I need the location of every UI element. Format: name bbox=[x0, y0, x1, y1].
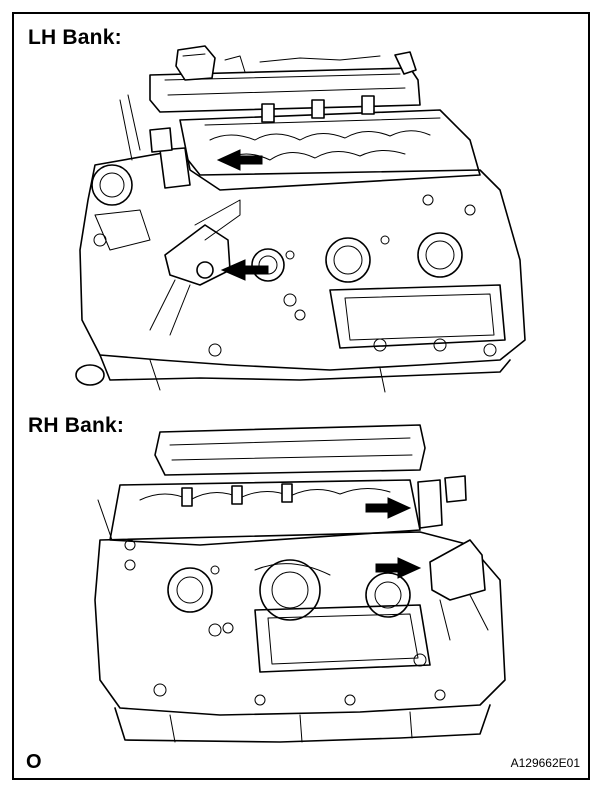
corner-mark: O bbox=[26, 751, 42, 773]
lh-bank-engine-drawing bbox=[75, 45, 526, 393]
lh-bank-label: LH Bank: bbox=[28, 26, 122, 49]
rh-bank-label: RH Bank: bbox=[28, 414, 125, 437]
rh-bank-engine-drawing bbox=[94, 424, 506, 743]
figure-frame bbox=[12, 12, 590, 780]
figure-code: A129662E01 bbox=[510, 756, 580, 770]
